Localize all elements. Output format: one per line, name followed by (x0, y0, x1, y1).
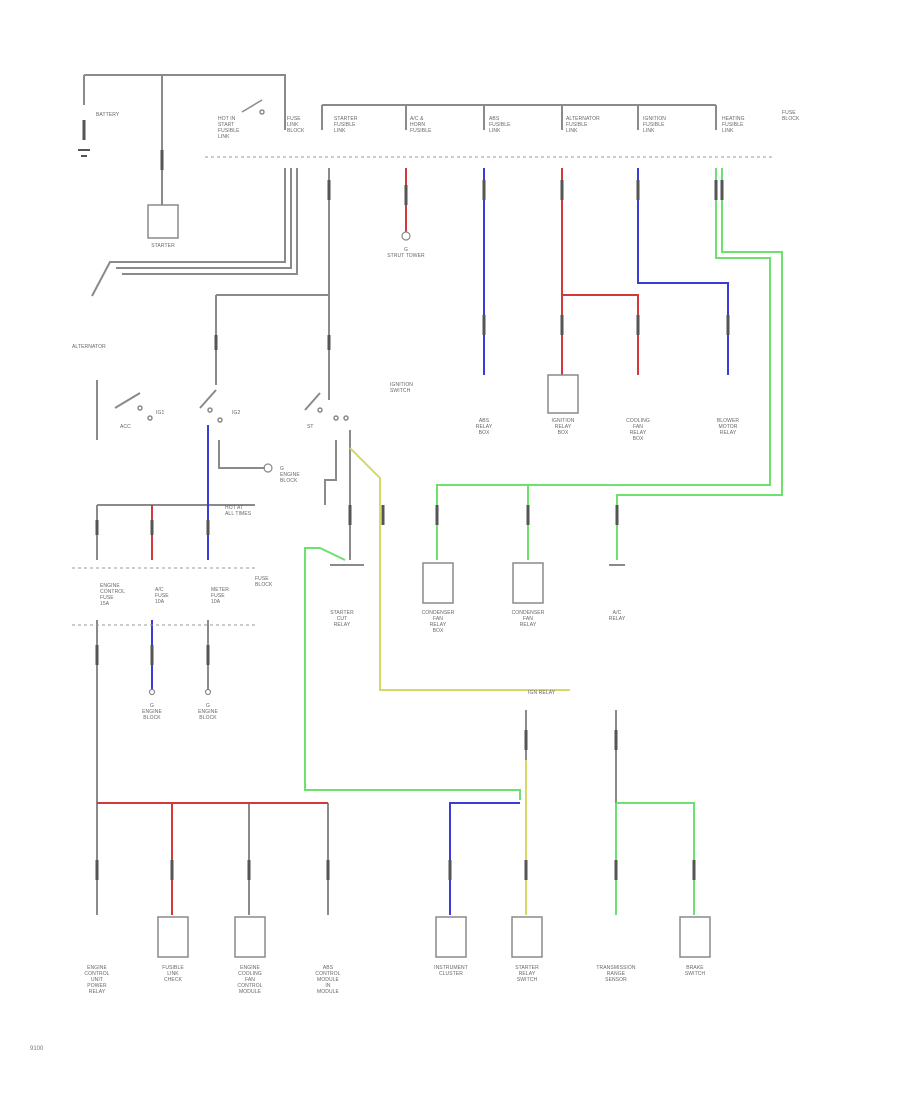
wire-battery-top (84, 74, 286, 130)
alternator-label: ALTERNATOR (72, 344, 106, 350)
hot-at-all-times-label: HOT AT ALL TIMES (225, 505, 252, 517)
ground-top-symbol (401, 231, 411, 241)
ignition-relay-box (547, 374, 579, 414)
mid-fuse3-label: METER FUSE 10A (211, 587, 229, 605)
starter-box (147, 204, 179, 239)
fuse4-label: ALTERNATOR FUSIBLE LINK (566, 116, 600, 134)
b5-label: INSTRUMENT CLUSTER (434, 965, 468, 977)
starter-label: STARTER (151, 243, 175, 249)
acc-label: ACC (120, 424, 131, 430)
starter-cut-label: STARTER CUT RELAY (330, 610, 354, 628)
fuse6-label: HEATING FUSIBLE LINK (722, 116, 745, 134)
fuse1-label: STARTER FUSIBLE LINK (334, 116, 358, 134)
b3-label: ENGINE COOLING FAN CONTROL MODULE (237, 965, 263, 995)
b6-box (511, 916, 543, 958)
ignition-switch-label: IGNITION SWITCH (390, 382, 414, 394)
b2-label: FUSIBLE LINK CHECK (162, 965, 184, 983)
cooling-relay-label: COOLING FAN RELAY BOX (626, 418, 650, 442)
b7-label: TRANSMISSION RANGE SENSOR (596, 965, 636, 983)
condenser1-label: CONDENSER FAN RELAY BOX (421, 610, 455, 634)
b3-box (234, 916, 266, 958)
fuse-box-left-label: HOT IN START FUSIBLE LINK (218, 116, 240, 140)
mid-fuse2-label: A/C FUSE 10A (155, 587, 169, 605)
ign-relay-caption: IGN RELAY (528, 690, 556, 696)
condenser-relay1-box (422, 562, 454, 604)
fuse3-label: ABS FUSIBLE LINK (489, 116, 511, 134)
b6-label: STARTER RELAY SWITCH (515, 965, 539, 983)
battery-symbol (78, 149, 90, 157)
fuse-header-label: FUSE LINK BLOCK (287, 116, 305, 134)
abs-relay-label: ABS RELAY BOX (475, 418, 493, 436)
wire-green-starter (304, 547, 521, 800)
st-label: ST (307, 424, 314, 430)
b4-label: ABS CONTROL MODULE IN MODULE (315, 965, 341, 995)
b8-box (679, 916, 711, 958)
fuse-block-mid-label: FUSE BLOCK (255, 576, 273, 588)
ground-mid-label: G ENGINE BLOCK (280, 466, 300, 484)
bottom-ground1-label: G ENGINE BLOCK (142, 703, 162, 721)
fuse-block-label: FUSE BLOCK (782, 110, 800, 122)
b1-label: ENGINE CONTROL UNIT POWER RELAY (84, 965, 110, 995)
bottom-ground2-label: G ENGINE BLOCK (198, 703, 218, 721)
ig1-label: IG1 (156, 410, 165, 416)
wire-yellow-st (349, 447, 570, 691)
b5-box (435, 916, 467, 958)
condenser-relay2-box (512, 562, 544, 604)
footer-code: 9100 (30, 1046, 44, 1052)
fuse2-label: A/C & HORN FUSIBLE (410, 116, 432, 134)
fuse5-label: IGNITION FUSIBLE LINK (643, 116, 667, 134)
b8-label: BRAKE SWITCH (684, 965, 706, 977)
ground-top-label: G STRUT TOWER (387, 247, 425, 259)
condenser2-label: CONDENSER FAN RELAY (511, 610, 545, 628)
battery-label: BATTERY (96, 112, 120, 118)
ac-relay-label: A/C RELAY (608, 610, 626, 622)
igniter-relay-label: IGNITION RELAY BOX (551, 418, 575, 436)
b2-box (157, 916, 189, 958)
blower-relay-label: BLOWER MOTOR RELAY (716, 418, 740, 436)
ig2-label: IG2 (232, 410, 241, 416)
mid-fuse1-label: ENGINE CONTROL FUSE 15A (100, 583, 126, 607)
wire-green-fuse6 (436, 168, 771, 560)
